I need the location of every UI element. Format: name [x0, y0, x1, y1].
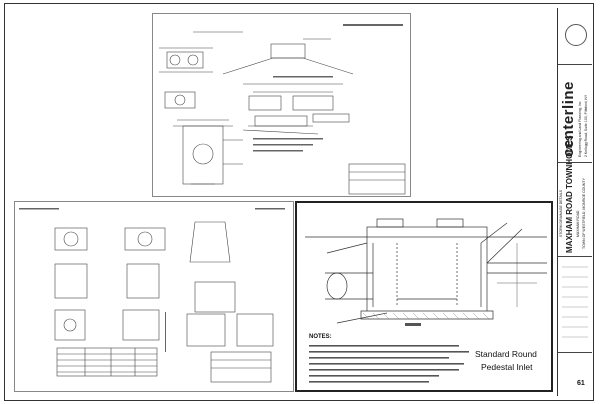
brand-subline-2: 2 Kellogg Road, Suite 100, Pittsford, NY	[584, 94, 588, 157]
revision-lines	[562, 266, 588, 338]
detail-caption-line-1: Standard Round	[475, 349, 537, 359]
project-name: MAXHAM ROAD TOWNHOMES	[565, 135, 574, 253]
drawing-panel-top	[152, 13, 411, 197]
revision-block	[558, 256, 592, 352]
project-label: STORM DRAINAGE DETAILS	[559, 189, 563, 237]
sheet-number-block: 61	[558, 352, 592, 396]
seal-stamp	[565, 24, 587, 46]
drawing-panel-left	[14, 201, 294, 392]
drawing-sheet	[4, 3, 594, 401]
brand-subline-1: Engineering and Land Planning, Inc.	[578, 100, 582, 157]
top-drawing-linework	[159, 24, 406, 195]
project-subline-2: TOWN OF WESTFIELD, MONROE COUNTY	[582, 178, 586, 249]
sheet-number: 61	[577, 380, 585, 387]
brand-block: centerline Engineering and Land Planning…	[558, 64, 592, 162]
drawing-panel-pedestal-inlet: NOTES: Standard Round Pedestal Inlet	[295, 201, 553, 392]
title-block: centerline Engineering and Land Planning…	[557, 8, 592, 396]
left-drawing-linework	[19, 208, 285, 383]
detail-caption-line-2: Pedestal Inlet	[481, 362, 533, 372]
notes-title: NOTES:	[309, 334, 332, 340]
project-block: STORM DRAINAGE DETAILS MAXHAM ROAD TOWNH…	[558, 135, 592, 256]
project-subline-1: MAXHAM ROAD	[576, 210, 580, 237]
pedestal-inlet-detail	[305, 218, 547, 383]
